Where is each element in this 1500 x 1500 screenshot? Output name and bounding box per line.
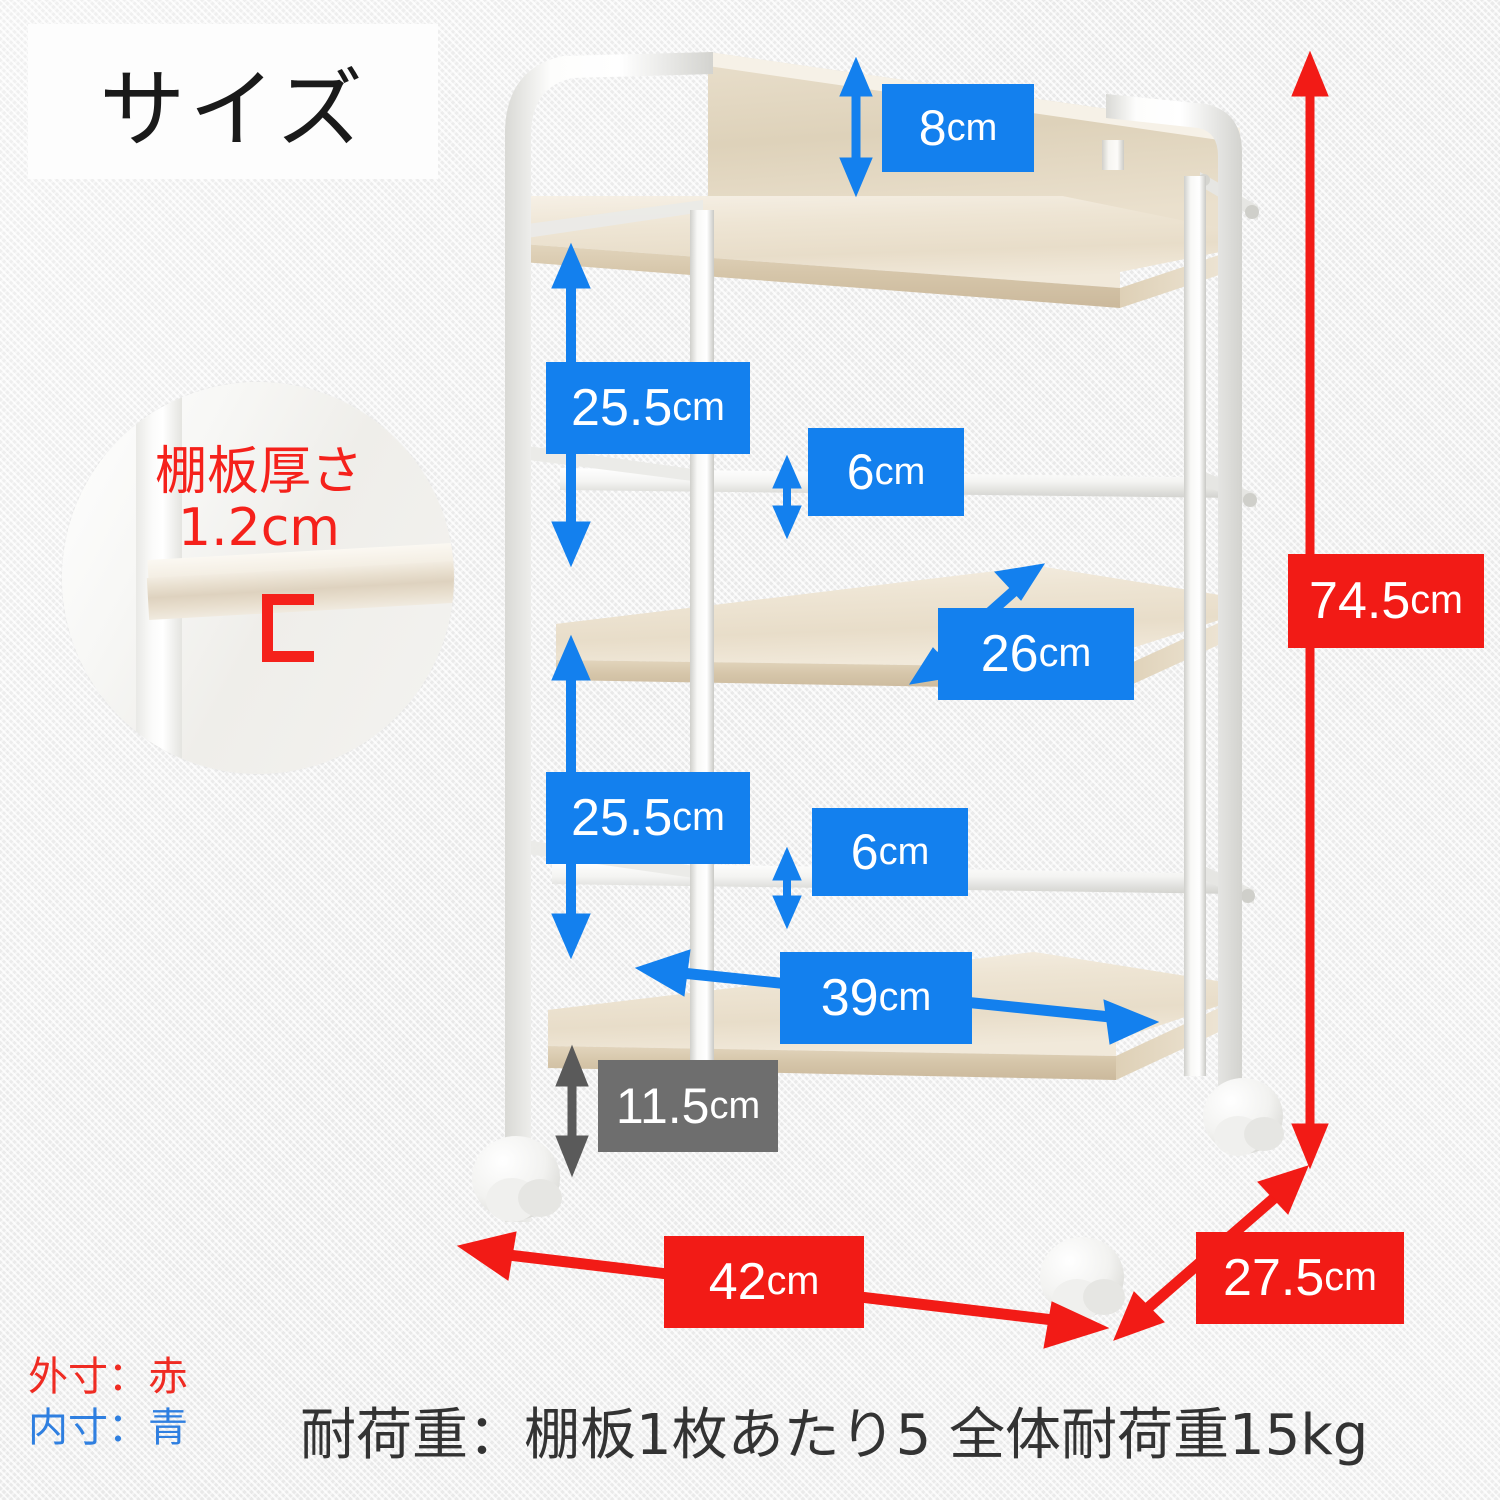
middle-shelf-board — [556, 566, 1238, 690]
dimension-value: 25.5 — [571, 789, 673, 847]
dimension-value: 27.5 — [1223, 1249, 1325, 1307]
dimension-unit: cm — [1410, 578, 1463, 623]
load-capacity-caption: 耐荷重：棚板1枚あたり5 全体耐荷重15kg — [300, 1403, 1369, 1468]
dimension-unit: cm — [878, 975, 932, 1020]
shelf-thickness-inset: 棚板厚さ 1.2cm — [62, 382, 454, 774]
dimension-value: 25.5 — [571, 379, 673, 437]
dimension-unit: cm — [672, 795, 725, 840]
dimension-unit: cm — [1038, 631, 1092, 676]
shelf-thickness-label: 棚板厚さ 1.2cm — [154, 442, 363, 559]
page-title: サイズ — [99, 60, 367, 160]
dimension-value: 39 — [820, 969, 879, 1027]
dimension-unit: cm — [709, 1085, 761, 1127]
dimension-unit: cm — [766, 1259, 820, 1304]
dimension-value: 11.5 — [615, 1078, 710, 1134]
casters — [472, 1070, 1284, 1321]
dimension-value: 74.5 — [1309, 572, 1411, 630]
dimension-unit: cm — [874, 451, 926, 493]
arrow-floor-clearance — [555, 1044, 589, 1178]
dimension-unit: cm — [946, 107, 998, 149]
dimension-unit: cm — [878, 831, 930, 873]
arrow-lower-rail-gap — [772, 846, 802, 930]
dimension-unit: cm — [672, 385, 725, 430]
arrow-upper-rail-gap — [772, 454, 802, 540]
bracket-icon — [262, 594, 314, 662]
color-legend: 外寸：赤 内寸：青 — [28, 1352, 188, 1454]
dimension-value: 26 — [980, 625, 1039, 683]
dimension-value: 42 — [708, 1253, 767, 1311]
size-title-box: サイズ — [28, 24, 438, 179]
dimension-value: 6 — [846, 444, 875, 500]
arrow-top-rail-height — [839, 56, 873, 198]
legend-inner: 内寸：青 — [28, 1405, 188, 1452]
frame-posts — [505, 52, 1242, 1222]
dimension-unit: cm — [1324, 1255, 1377, 1300]
dimension-value: 6 — [850, 824, 879, 880]
legend-outer: 外寸：赤 — [28, 1354, 188, 1400]
dimension-value: 8 — [918, 100, 947, 156]
